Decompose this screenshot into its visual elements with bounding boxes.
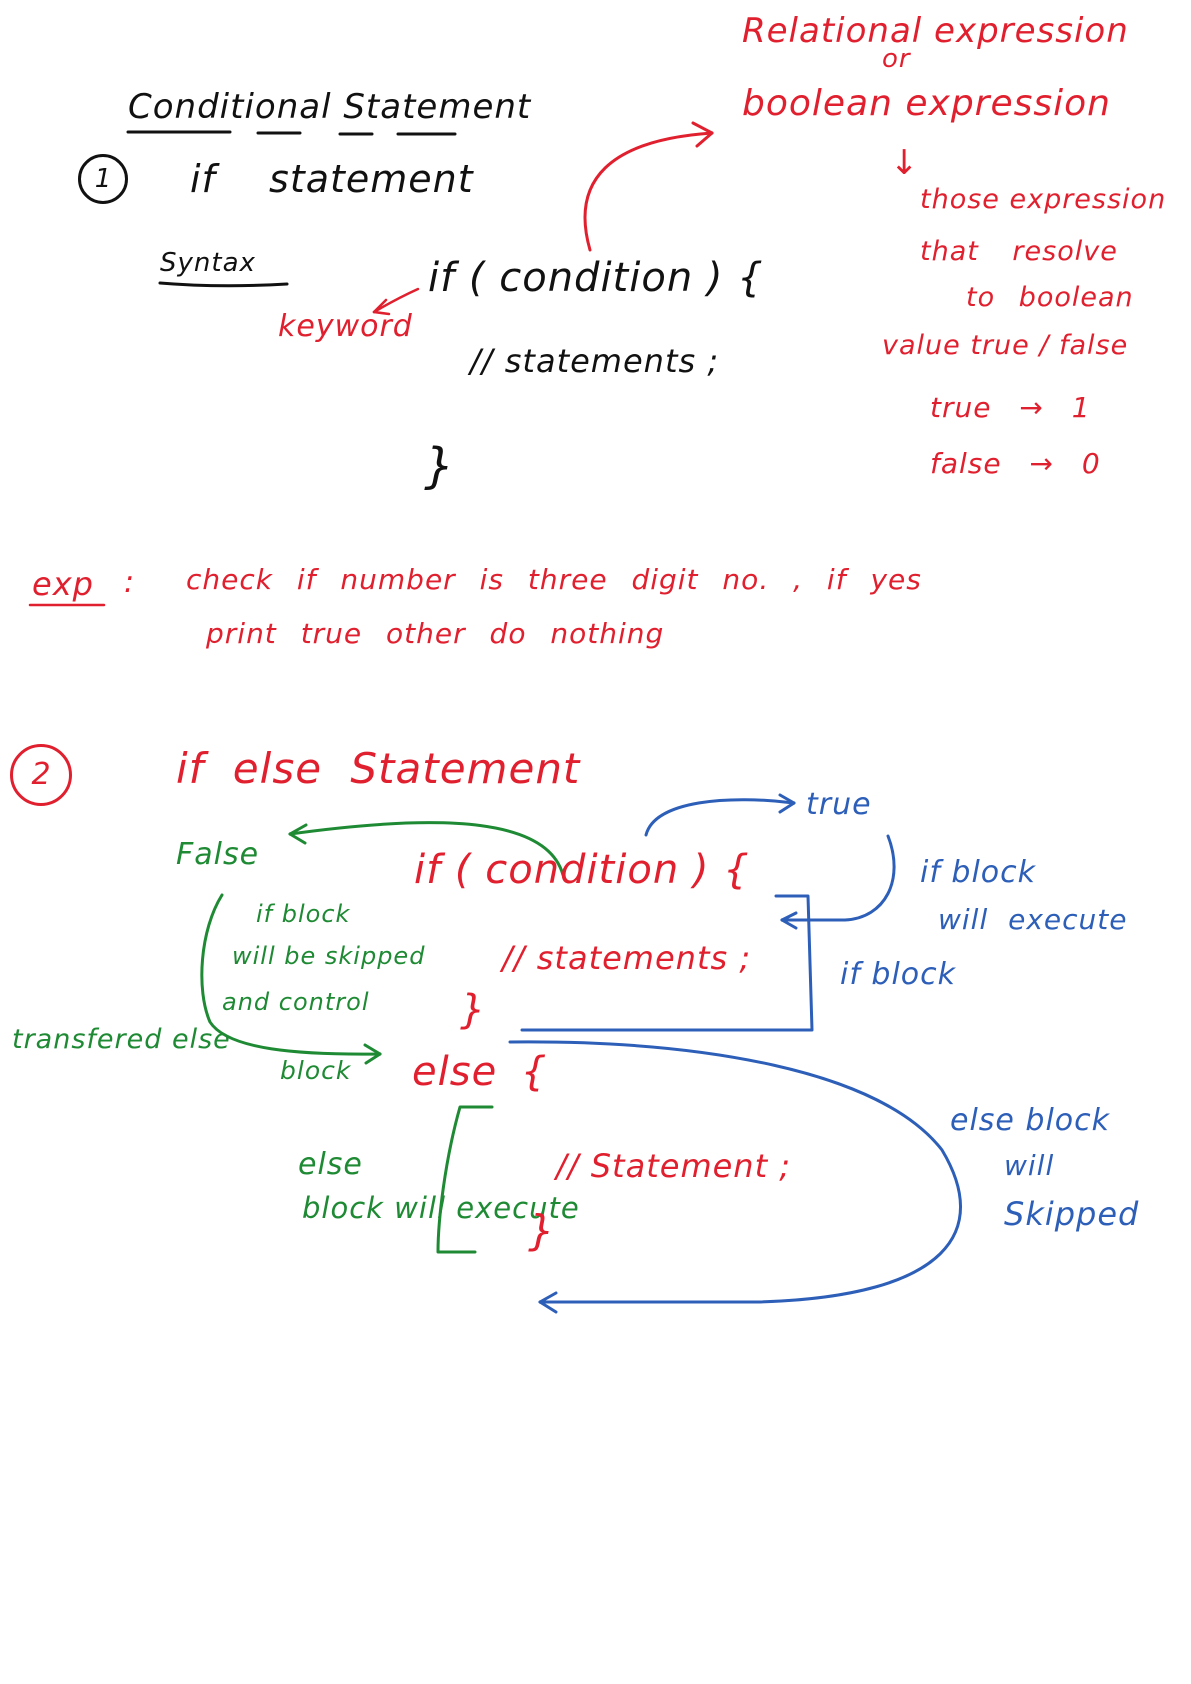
expression-map-false: false → 0 (930, 447, 1101, 480)
expression-line2: or (882, 44, 911, 74)
expression-desc1: those expression (920, 184, 1167, 215)
keyword-arrow (372, 287, 420, 316)
skip-note-line1: if block (256, 900, 351, 928)
keyword-note: keyword (278, 309, 413, 344)
section1-number-text: 1 (94, 164, 112, 194)
false-label: False (176, 837, 260, 872)
syntax-label: Syntax (160, 248, 256, 278)
example-label: exp (32, 565, 94, 603)
transfer-to-else-arrow (200, 893, 382, 1065)
if-block-label: if block (840, 957, 957, 992)
example-line1: check if number is three digit no. , if … (186, 563, 922, 596)
skip-note-line2: will be skipped (232, 942, 426, 970)
section2-title: if else Statement (176, 744, 581, 793)
true-label: true (806, 787, 872, 822)
else-skip-curve (508, 1040, 962, 1314)
false-arrow (288, 821, 565, 877)
expression-desc4: value true / false (882, 330, 1129, 361)
expression-desc2: that resolve (920, 236, 1118, 267)
expression-line3: boolean expression (742, 83, 1111, 124)
section2-code-if: if ( condition ) { (414, 847, 750, 893)
if-block-execute-line2: will execute (938, 903, 1128, 936)
else-execute-line1: else (298, 1147, 363, 1182)
transfer-note-line2: block (280, 1056, 352, 1085)
heading-conditional-statement: Conditional Statement (128, 87, 532, 127)
section2-number-text: 2 (31, 757, 51, 792)
transfer-note-line1: transfered else (12, 1024, 231, 1055)
if-block-bracket (520, 894, 814, 1032)
example-line2: print true other do nothing (206, 617, 665, 650)
section2-code-else: else { (412, 1049, 548, 1095)
expression-map-true: true → 1 (930, 391, 1091, 424)
expression-desc3: to boolean (966, 282, 1134, 313)
section1-code-close: } (424, 438, 456, 494)
skip-note-line3: and control (222, 988, 370, 1016)
example-colon: : (124, 565, 136, 600)
syntax-underline (158, 281, 289, 288)
else-skip-line1: else block (950, 1103, 1111, 1138)
if-block-execute-curve (780, 834, 896, 930)
section2-code-else-body: // Statement ; (556, 1147, 792, 1185)
expression-line1: Relational expression (742, 11, 1129, 51)
if-block-execute-line1: if block (920, 855, 1037, 890)
else-execute-line2: block will execute (302, 1191, 580, 1225)
section2-code-body: // statements ; (502, 939, 752, 977)
true-arrow (644, 793, 796, 837)
expression-arrow: ↓ (890, 143, 920, 183)
section1-title: if statement (190, 157, 474, 201)
else-skip-line3: Skipped (1004, 1195, 1140, 1233)
condition-to-expression-arrow (583, 121, 714, 252)
section2-code-close: } (460, 987, 487, 1033)
section1-code-body: // statements ; (470, 342, 720, 380)
else-block-bracket (436, 1105, 494, 1254)
section1-number: 1 (78, 154, 128, 204)
section2-code-else-close: } (528, 1206, 556, 1255)
section2-number: 2 (10, 744, 72, 806)
else-skip-line2: will (1004, 1149, 1055, 1182)
section1-code-if: if ( condition ) { (428, 255, 764, 301)
heading-underline (126, 130, 457, 136)
